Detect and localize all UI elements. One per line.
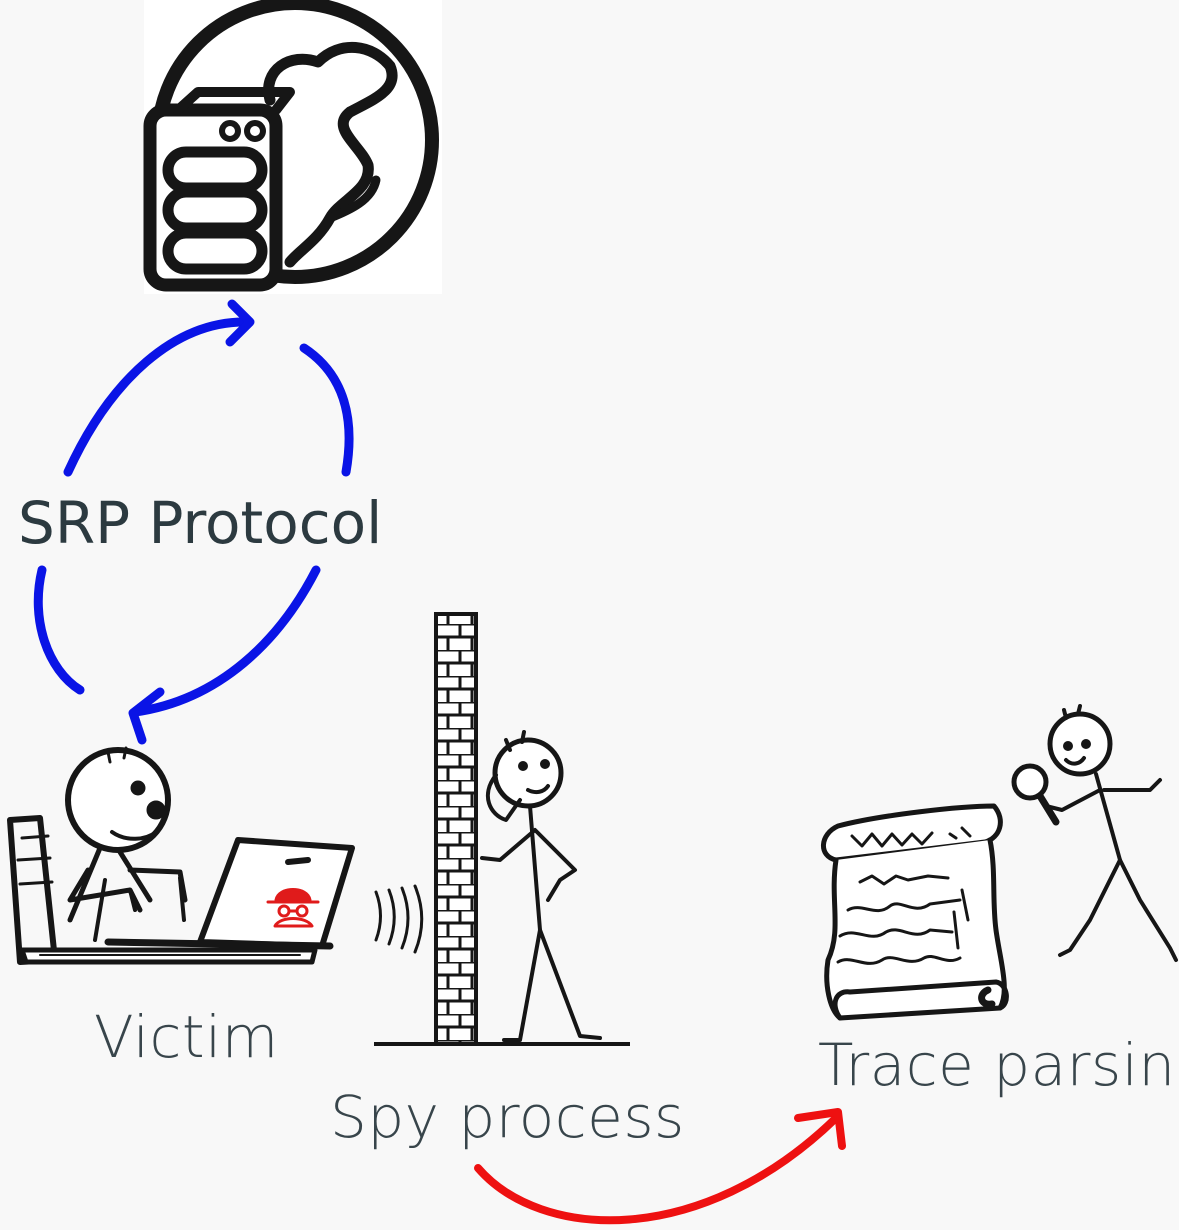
protocol-arrows — [33, 299, 354, 745]
trace-label: Trace parsing — [818, 1031, 1179, 1099]
stickman-at-laptop-icon — [7, 746, 355, 965]
flow-arrow — [474, 1108, 846, 1225]
victim-label: Victim — [94, 1003, 279, 1071]
spy-hat-icon — [266, 888, 320, 928]
stickman-listening-icon — [480, 730, 602, 1042]
request-arrow-head — [225, 299, 255, 347]
flow-arrow-curve — [474, 1114, 840, 1225]
flow-arrow-head — [794, 1108, 846, 1150]
response-arrow-upper — [299, 343, 354, 477]
protocol-label: SRP Protocol — [18, 489, 383, 557]
stickman-magnifier-icon — [1011, 704, 1178, 962]
spy-label: Spy process — [330, 1083, 685, 1151]
sound-waves-icon — [374, 884, 424, 954]
response-arrow-head — [128, 687, 165, 745]
request-arrow-upper — [63, 317, 253, 477]
brick-wall-icon — [374, 612, 630, 1046]
response-arrow-lower — [130, 565, 321, 717]
request-arrow-lower — [33, 565, 85, 695]
scroll-icon — [821, 803, 1009, 1021]
server-globe-icon — [143, 0, 439, 292]
